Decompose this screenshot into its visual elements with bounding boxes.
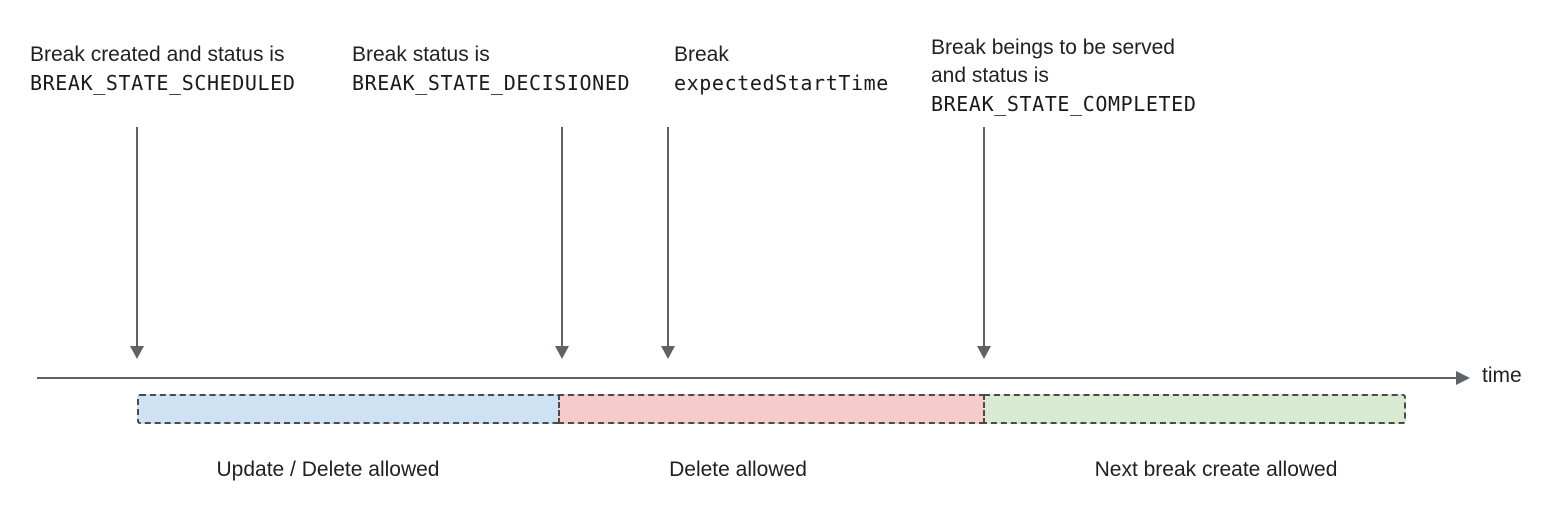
annotation-text: Break [674,43,729,66]
annotation-break-completed: Break beings to be served and status is … [931,34,1196,118]
annotation-code: expectedStartTime [674,71,889,95]
down-arrowhead-icon [661,346,675,359]
annotation-break-decisioned: Break status is BREAK_STATE_DECISIONED [352,41,630,97]
annotation-code: BREAK_STATE_SCHEDULED [30,71,296,95]
down-arrowhead-icon [555,346,569,359]
annotation-break-scheduled: Break created and status is BREAK_STATE_… [30,41,295,97]
annotation-code: BREAK_STATE_DECISIONED [352,71,631,95]
segment-label-update-delete: Update / Delete allowed [216,458,440,481]
down-arrowhead-icon [977,346,991,359]
segment-delete-allowed [558,394,985,424]
annotation-text: and status is [931,64,1049,87]
annotation-code: BREAK_STATE_COMPLETED [931,92,1197,116]
arrow-shaft [667,127,669,346]
annotation-text: Break created and status is [30,43,285,66]
annotation-expected-start-time: Break expectedStartTime [674,41,889,97]
down-arrowhead-icon [130,346,144,359]
down-arrow-expected-start [660,127,676,359]
segment-update-delete-allowed [137,394,560,424]
time-axis-line [37,377,1456,379]
state-segments-bar [137,394,1406,424]
arrow-shaft [983,127,985,346]
down-arrow-scheduled [129,127,145,359]
down-arrow-completed [976,127,992,359]
segment-label-delete: Delete allowed [669,458,807,481]
segment-next-break-create-allowed [983,394,1406,424]
arrow-shaft [136,127,138,346]
annotation-text: Break beings to be served [931,36,1175,59]
arrow-shaft [561,127,563,346]
segment-label-next-break: Next break create allowed [1094,458,1338,481]
time-axis-label: time [1482,364,1522,387]
annotation-text: Break status is [352,43,490,66]
time-axis-arrowhead-icon [1456,371,1470,385]
down-arrow-decisioned [554,127,570,359]
